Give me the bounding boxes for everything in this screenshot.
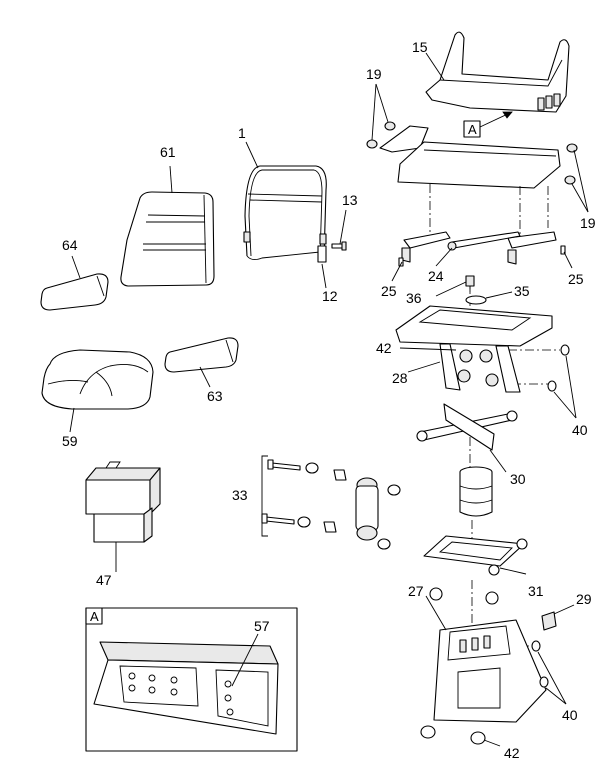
- part-59-seat-cushion: [41, 349, 154, 410]
- part-31-lower-scissor: [423, 535, 528, 576]
- callout-31: 31: [528, 583, 544, 599]
- callout-19-right: 19: [580, 215, 596, 231]
- callout-15: 15: [412, 39, 428, 55]
- part-61-seat-back-cushion: [120, 191, 215, 287]
- callout-27: 27: [408, 583, 424, 599]
- callout-28: 28: [392, 370, 408, 386]
- part-40-bushings-lower: [531, 640, 549, 688]
- part-24-lever: [447, 231, 521, 251]
- callout-19-left: 19: [366, 66, 382, 82]
- part-36-screw: [465, 275, 475, 292]
- callout-57: 57: [254, 618, 270, 634]
- callout-42-top: 42: [376, 340, 392, 356]
- part-washers-mid: [429, 587, 499, 605]
- callout-40-lower: 40: [562, 707, 578, 723]
- part-47-cover: [85, 461, 161, 543]
- callout-59: 59: [62, 433, 78, 449]
- part-25-slide-rails: [398, 231, 566, 267]
- callout-40-upper: 40: [572, 422, 588, 438]
- part-13-bolt: [331, 241, 347, 251]
- callout-47: 47: [96, 572, 112, 588]
- detail-ref-label: A: [468, 122, 477, 137]
- part-63-armrest-pad: [164, 337, 239, 373]
- callout-35: 35: [514, 283, 530, 299]
- part-35-washer: [465, 295, 487, 305]
- part-air-spring: [459, 466, 493, 517]
- part-19-bolts-right: [564, 143, 578, 185]
- part-30-scissor-arm: [416, 403, 518, 451]
- detail-box-label: A: [90, 609, 99, 624]
- callout-61: 61: [160, 144, 176, 160]
- callout-24: 24: [428, 268, 444, 284]
- callout-12: 12: [322, 288, 338, 304]
- part-slide-rail-plate: [379, 125, 561, 189]
- callout-63: 63: [207, 388, 223, 404]
- part-27-base: [433, 619, 547, 723]
- callout-25-right: 25: [568, 271, 584, 287]
- detail-ref-box: [463, 120, 481, 138]
- part-33-shock-absorber-kit: [261, 455, 401, 550]
- part-1-back-frame: [243, 165, 327, 261]
- callout-13: 13: [342, 192, 358, 208]
- callout-25-left: 25: [381, 283, 397, 299]
- callout-30: 30: [510, 471, 526, 487]
- callout-42-bottom: 42: [504, 745, 520, 761]
- part-40-bushings-upper: [547, 344, 570, 392]
- part-64-armrest-pad: [40, 273, 109, 311]
- callout-1: 1: [238, 125, 246, 141]
- part-29-clip: [541, 611, 557, 631]
- callout-29: 29: [576, 591, 592, 607]
- callout-33: 33: [232, 487, 248, 503]
- part-15-seat-frame: [425, 31, 570, 113]
- callout-64: 64: [62, 237, 78, 253]
- part-12-bracket: [317, 245, 327, 263]
- part-28-upper-frame: [395, 305, 553, 393]
- part-42-washers-bottom: [420, 725, 486, 745]
- part-19-bolts-left: [366, 121, 396, 149]
- callout-36: 36: [406, 290, 422, 306]
- detail-box-a: [85, 607, 298, 752]
